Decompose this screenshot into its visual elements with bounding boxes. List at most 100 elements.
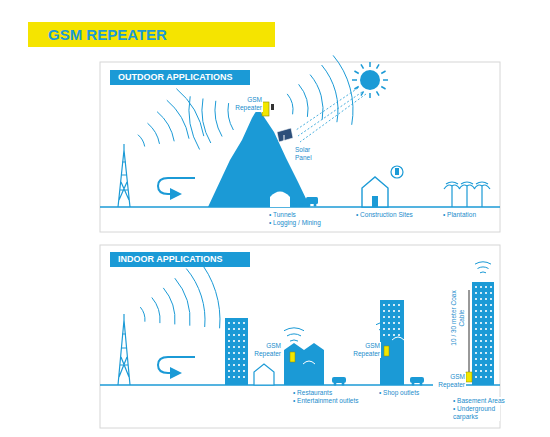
window — [228, 322, 230, 324]
window — [393, 310, 395, 312]
window — [480, 346, 482, 348]
signal-wave — [167, 100, 189, 139]
signal-wave — [310, 75, 323, 120]
sun-beams — [296, 88, 366, 142]
window — [243, 328, 245, 330]
window — [485, 292, 487, 294]
repeater-label: GSM Repeater — [348, 342, 381, 358]
application-item: • Tunnels — [268, 211, 297, 219]
window — [393, 304, 395, 306]
house — [254, 364, 274, 385]
solar-panel — [277, 128, 293, 145]
window — [228, 358, 230, 360]
window — [475, 298, 477, 300]
return-arrow — [158, 357, 195, 373]
cell-tower — [118, 314, 130, 385]
window — [480, 364, 482, 366]
window — [485, 286, 487, 288]
window — [233, 328, 235, 330]
window — [480, 298, 482, 300]
signal-wave — [287, 334, 301, 336]
window — [485, 364, 487, 366]
sun-ray — [369, 62, 371, 67]
window — [480, 358, 482, 360]
window — [490, 364, 492, 366]
cars — [292, 197, 318, 207]
window — [233, 352, 235, 354]
window — [480, 304, 482, 306]
window — [485, 334, 487, 336]
window — [228, 376, 230, 378]
signal-wave — [299, 84, 308, 117]
window — [480, 322, 482, 324]
repeater-unit — [466, 372, 472, 382]
window — [475, 328, 477, 330]
window — [238, 328, 240, 330]
window — [485, 304, 487, 306]
window — [485, 376, 487, 378]
signal-wave — [138, 135, 145, 147]
sun — [352, 62, 388, 98]
window — [233, 346, 235, 348]
window — [490, 292, 492, 294]
window — [475, 352, 477, 354]
signal-wave — [152, 298, 160, 324]
sun-ray — [361, 91, 364, 95]
signal-wave — [478, 267, 489, 268]
signal-waves — [138, 55, 491, 341]
window — [475, 316, 477, 318]
window — [475, 310, 477, 312]
signal-wave — [175, 278, 190, 326]
window — [393, 316, 395, 318]
panel-heading: INDOOR APPLICATIONS — [118, 254, 223, 264]
signal-wave — [475, 262, 491, 264]
signal-wave — [157, 112, 174, 142]
window — [238, 364, 240, 366]
panel-heading: OUTDOOR APPLICATIONS — [118, 72, 233, 82]
window — [383, 316, 385, 318]
window — [398, 334, 400, 336]
window — [383, 310, 385, 312]
application-item: • Basement Areas — [452, 397, 506, 405]
window — [475, 370, 477, 372]
window — [475, 322, 477, 324]
sun-ray — [381, 71, 385, 74]
tall-building — [472, 282, 494, 385]
coax-cable — [469, 290, 470, 372]
car — [410, 377, 424, 386]
signal-wave — [284, 328, 304, 331]
sun-ray — [352, 79, 357, 81]
window — [398, 328, 400, 330]
window — [228, 328, 230, 330]
signal-wave — [376, 322, 396, 325]
window — [475, 346, 477, 348]
window — [238, 352, 240, 354]
window — [485, 298, 487, 300]
signal-wave — [163, 288, 175, 325]
signal-wave — [333, 55, 353, 124]
window — [398, 310, 400, 312]
window — [490, 334, 492, 336]
window — [233, 376, 235, 378]
signal-wave — [198, 259, 220, 328]
sun-ray — [377, 64, 380, 68]
window — [238, 376, 240, 378]
window — [480, 376, 482, 378]
window — [393, 334, 395, 336]
signal-wave — [290, 340, 298, 341]
window — [228, 334, 230, 336]
window — [383, 322, 385, 324]
window — [243, 376, 245, 378]
window — [243, 346, 245, 348]
window — [485, 340, 487, 342]
window — [490, 352, 492, 354]
panel-header: OUTDOOR APPLICATIONS — [110, 70, 250, 85]
cell-tower — [118, 144, 130, 207]
window — [238, 346, 240, 348]
car — [332, 377, 346, 386]
window — [490, 370, 492, 372]
window — [490, 298, 492, 300]
window — [393, 322, 395, 324]
window — [485, 358, 487, 360]
sun-ray — [369, 93, 371, 98]
